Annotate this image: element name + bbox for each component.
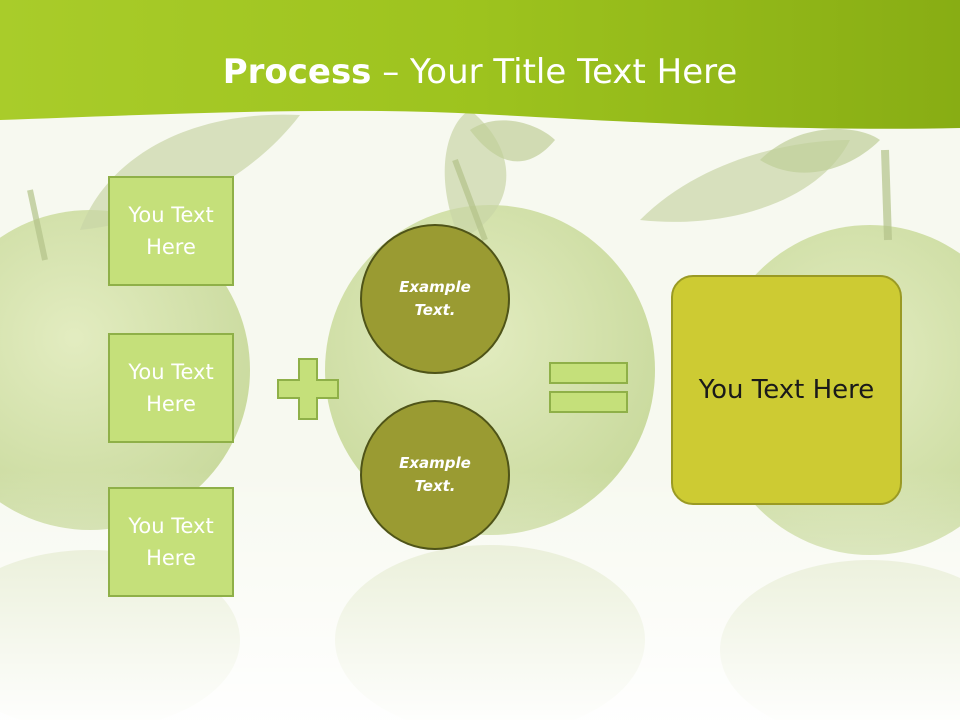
text-box-3[interactable]: You Text Here <box>108 487 234 597</box>
text-box-1[interactable]: You Text Here <box>108 176 234 286</box>
result-box[interactable]: You Text Here <box>671 275 902 505</box>
title-rest: – Your Title Text Here <box>371 52 738 92</box>
example-circle-2[interactable]: Example Text. <box>360 400 510 550</box>
plus-icon <box>277 358 339 420</box>
equals-icon <box>549 362 628 413</box>
example-circle-1[interactable]: Example Text. <box>360 224 510 374</box>
slide-title: Process – Your Title Text Here <box>0 52 960 92</box>
text-box-2[interactable]: You Text Here <box>108 333 234 443</box>
title-bold: Process <box>222 52 372 92</box>
